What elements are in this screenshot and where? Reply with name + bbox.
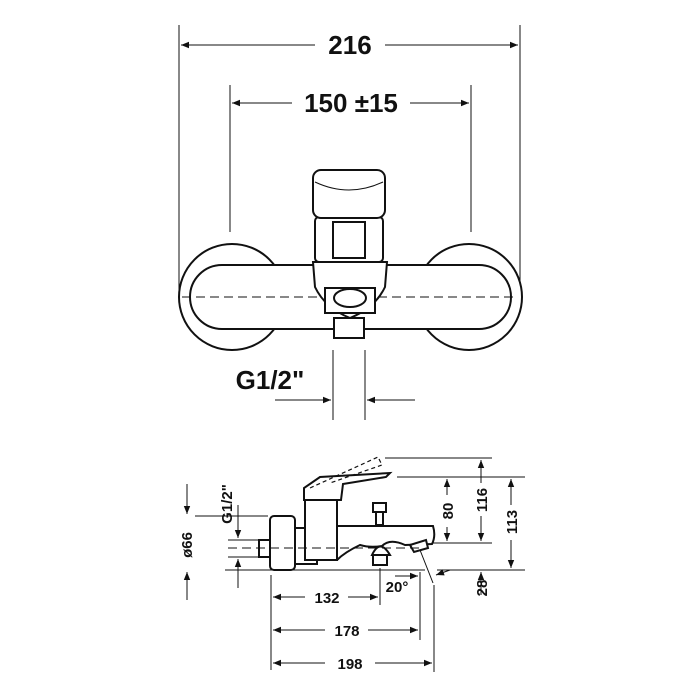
- lever-side: [303, 471, 393, 501]
- dim-178: 178: [334, 623, 359, 640]
- wall-rosette-side: [269, 515, 296, 571]
- dim-rosette-diameter: ø66: [179, 532, 196, 558]
- dim-connection-centers: 150 ±15: [304, 88, 398, 118]
- dim-overall-width: 216: [328, 30, 371, 60]
- dim-132: 132: [314, 590, 339, 607]
- dim-116: 116: [474, 488, 491, 512]
- dim-198: 198: [337, 656, 362, 673]
- dim-113: 113: [504, 510, 521, 534]
- lever-handle: [312, 169, 386, 219]
- dim-28: 28: [474, 580, 491, 597]
- dim-80: 80: [440, 503, 457, 520]
- dim-spout-angle: 20°: [386, 579, 409, 596]
- side-view: ø66 G1/2" 132 178 198 20° 80 116 113 28: [179, 456, 525, 673]
- dim-thread-side: G1/2": [219, 484, 236, 524]
- front-view: 216 150 ±15 G1/2": [178, 25, 523, 420]
- dim-thread-front: G1/2": [236, 365, 305, 395]
